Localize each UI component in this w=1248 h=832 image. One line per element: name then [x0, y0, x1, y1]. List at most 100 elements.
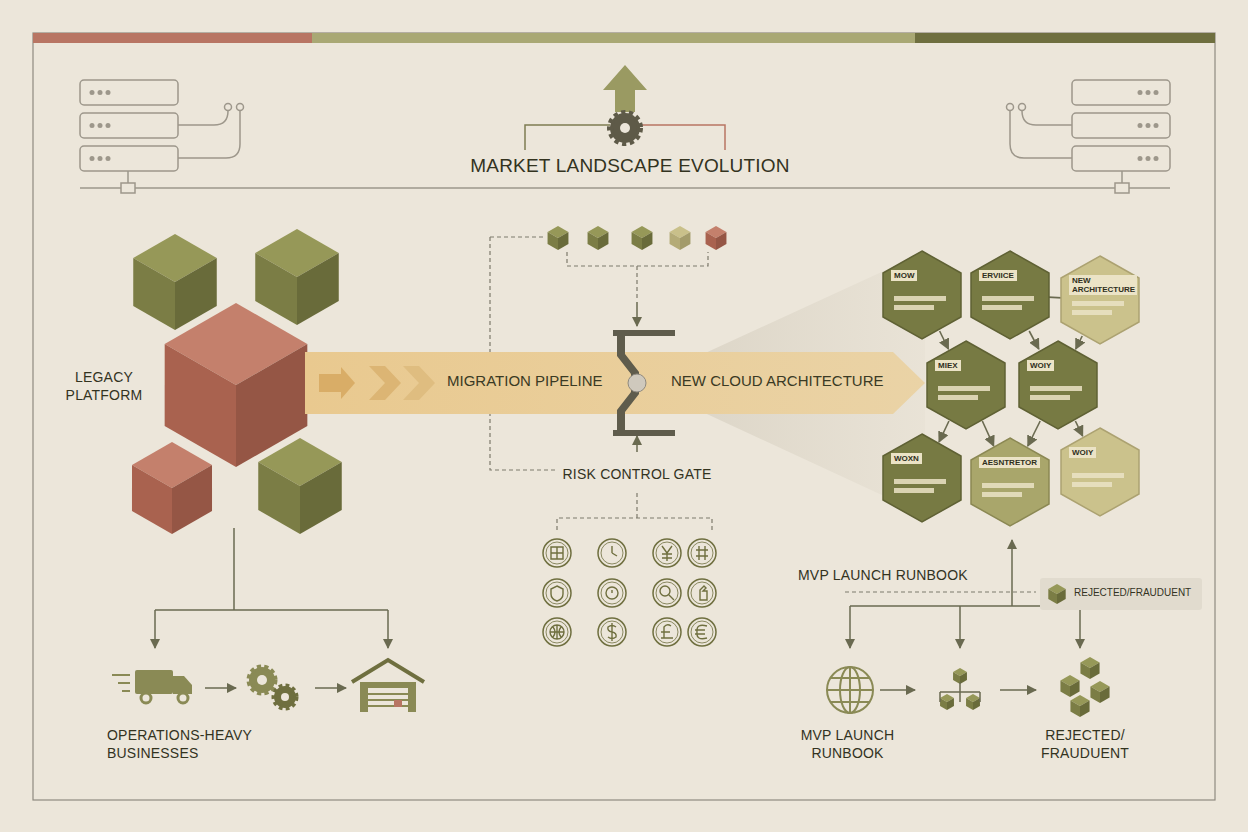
flow-arrow: [939, 421, 949, 442]
flow-arrow: [1028, 421, 1040, 446]
service-hexagon: WOIY: [1018, 340, 1098, 430]
cube-face: [973, 698, 980, 710]
cube-face: [966, 698, 973, 710]
annotation-label: OPERATIONS-HEAVY BUSINESSES: [107, 727, 267, 762]
annotation-label: MVP LAUNCH RUNBOOK: [798, 567, 998, 585]
hexagon-outline: [882, 250, 962, 340]
cube-face: [588, 232, 598, 250]
risk-icon: [688, 539, 716, 567]
operations-flow: [155, 528, 388, 688]
growth-arrow-gear: [525, 65, 725, 150]
flow-arrow: [1075, 421, 1082, 436]
service-hexagon: WOXN: [882, 433, 962, 523]
cube-face: [940, 698, 947, 710]
cube-face: [1060, 681, 1070, 698]
cube-face: [670, 232, 680, 250]
cube-face: [236, 344, 307, 467]
frame: [33, 33, 1215, 800]
hexagon-outline: [1060, 255, 1140, 345]
hexagon-label: WOIY: [1027, 360, 1054, 371]
hexagon-label: WOXN: [891, 453, 922, 464]
badge-label: REJECTED/FRAUDUENT: [1074, 587, 1191, 598]
dashed-leaders: [490, 237, 1036, 592]
service-hexagon: MIEX: [926, 340, 1006, 430]
cube-face: [598, 232, 608, 250]
risk-icon: [598, 539, 626, 567]
network-icon: [940, 682, 980, 702]
hexagon-label: MOW: [891, 270, 917, 281]
cube-face: [165, 344, 236, 467]
risk-icon: [653, 579, 681, 607]
risk-icon: [598, 618, 626, 646]
cube-face: [1080, 663, 1090, 680]
service-hexagon: WOIY: [1060, 427, 1140, 517]
cube-face: [133, 258, 175, 330]
risk-icon: [543, 539, 571, 567]
annotation-label: MVP LAUNCH RUNBOOK: [785, 727, 910, 762]
service-hexagon: AESNTRETOR: [970, 437, 1050, 527]
cube-face: [1070, 701, 1080, 718]
risk-icon: [598, 579, 626, 607]
flow-arrow: [940, 331, 949, 349]
cube-face: [642, 232, 652, 250]
cube-face: [258, 462, 300, 534]
risk-icon: [688, 579, 716, 607]
cube-face: [172, 465, 212, 534]
runbook-flow: [850, 540, 1080, 690]
service-hexagon: ERVIICE: [970, 250, 1050, 340]
hexagon-outline: [882, 433, 962, 523]
cube-face: [1080, 701, 1090, 718]
cube-face: [632, 232, 642, 250]
risk-icon: [653, 539, 681, 567]
badge-cube: [1040, 578, 1070, 610]
cube-face: [548, 232, 558, 250]
cube-face: [1048, 589, 1057, 604]
cube-face: [297, 253, 339, 325]
hexagon-label: MIEX: [935, 360, 961, 371]
cube-face: [960, 672, 967, 684]
cube-face: [1070, 681, 1080, 698]
cube-face: [1090, 663, 1100, 680]
hexagon-label: ERVIICE: [979, 270, 1017, 281]
hexagon-label: AESNTRETOR: [979, 457, 1040, 468]
risk-icon: [688, 618, 716, 646]
warehouse-icon: [352, 660, 424, 712]
cube-face: [680, 232, 690, 250]
cube-face: [1090, 687, 1100, 704]
hexagon-outline: [926, 340, 1006, 430]
risk-icon: [653, 618, 681, 646]
top-bar: [33, 33, 1215, 43]
cube-face: [706, 232, 716, 250]
risk-icon: [543, 618, 571, 646]
annotation-label: LEGACY PLATFORM: [56, 369, 152, 404]
cube-face: [947, 698, 954, 710]
pipeline-band: MIGRATION PIPELINE NEW CLOUD ARCHITECTURE: [305, 352, 925, 414]
hexagon-outline: [970, 250, 1050, 340]
hexagon-label: WOIY: [1069, 447, 1096, 458]
cube-face: [953, 672, 960, 684]
service-hexagon: NEW ARCHITECTURE: [1060, 255, 1140, 345]
service-hexagon: MOW: [882, 250, 962, 340]
cube-face: [558, 232, 568, 250]
cube-face: [1100, 687, 1110, 704]
band-label: MIGRATION PIPELINE: [447, 372, 603, 389]
cube-face: [255, 253, 297, 325]
annotation-label: RISK CONTROL GATE: [557, 466, 717, 484]
risk-icon: [543, 579, 571, 607]
band-label: NEW CLOUD ARCHITECTURE: [671, 372, 884, 389]
truck-icon: [112, 670, 192, 703]
hexagon-outline: [970, 437, 1050, 527]
status-badge: REJECTED/FRAUDUENT: [1040, 578, 1202, 610]
risk-gate: [613, 330, 675, 436]
cube-face: [1057, 589, 1066, 604]
globe-icon: [827, 667, 873, 713]
gears-icon: [249, 667, 296, 708]
hexagon-label: NEW ARCHITECTURE: [1069, 275, 1137, 295]
cube-cluster: [132, 226, 1110, 717]
flow-arrow: [1029, 331, 1039, 349]
diagram-title: MARKET LANDSCAPE EVOLUTION: [330, 154, 930, 178]
risk-icon-grid: [543, 539, 716, 646]
hexagon-outline: [1018, 340, 1098, 430]
annotation-label: REJECTED/ FRAUDUENT: [1030, 727, 1140, 762]
